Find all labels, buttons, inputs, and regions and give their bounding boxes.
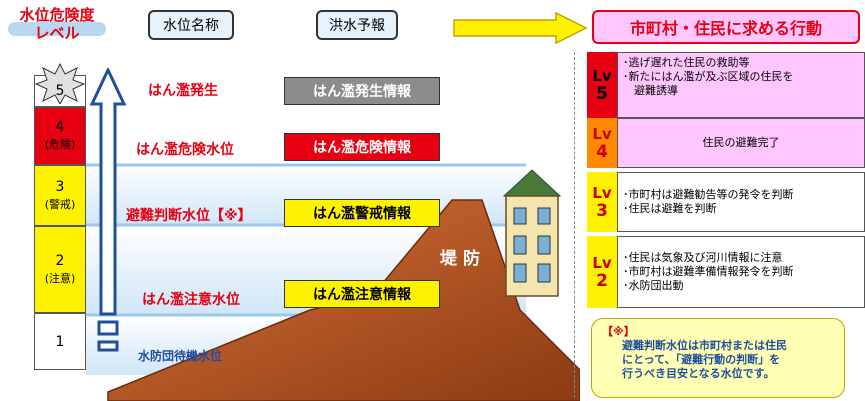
level-name-3: 避難判断水位【※】	[126, 208, 252, 224]
levee-label: 堤防	[440, 249, 486, 269]
action-lv5-line-3: 避難誘導	[623, 84, 678, 97]
lv2-badge: Lv 2	[587, 236, 617, 308]
note-body: 避難判断水位は市町村または住民 にとって、「避難行動の判断」を 行うべき目安とな…	[602, 339, 834, 381]
action-lv3-line-2: ･住民は避難を判断	[623, 202, 717, 215]
lv5-prefix: Lv	[592, 67, 612, 85]
note-title: 【※】	[602, 325, 635, 338]
action-lv4-line-1: 住民の避難完了	[702, 136, 780, 149]
divider	[574, 52, 575, 398]
lv3-badge: Lv 3	[587, 172, 617, 232]
lv2-prefix: Lv	[592, 254, 612, 272]
level-1-number: 1	[55, 333, 65, 350]
header-actions: 市町村・住民に求める行動	[592, 10, 860, 44]
header-risk-level-line2: レベル	[34, 24, 80, 42]
header-risk-level-line1: 水位危険度	[19, 6, 95, 24]
action-lv5: ･逃げ遅れた住民の救助等 ･新たにはん濫が及ぶ区域の住民を 避難誘導	[617, 52, 865, 118]
lv3-number: 3	[596, 201, 608, 221]
action-lv4: 住民の避難完了	[617, 118, 865, 168]
level-name-2: はん濫注意水位	[142, 292, 240, 308]
note-line-3: 行うべき目安となる水位です。	[622, 367, 775, 380]
level-3-sub: (警戒)	[44, 197, 76, 211]
lv4-prefix: Lv	[592, 125, 612, 143]
forecast-level-4: はん濫危険情報	[284, 133, 440, 161]
level-5-cell: 5	[34, 62, 86, 107]
header-flood-forecast: 洪水予報	[316, 10, 398, 40]
level-3-cell: 3 (警戒)	[34, 165, 86, 226]
lv4-number: 4	[596, 142, 608, 162]
up-arrow-icon	[89, 68, 127, 352]
burst-icon	[35, 62, 85, 104]
lv5-badge: Lv 5	[587, 52, 617, 118]
action-lv5-line-1: ･逃げ遅れた住民の救助等	[623, 56, 750, 69]
level-2-cell: 2 (注意)	[34, 226, 86, 313]
level-4-sub: (危険)	[44, 138, 76, 151]
level-name-4: はん濫危険水位	[136, 142, 234, 158]
action-lv3: ･市町村は避難勧告等の発令を判断 ･住民は避難を判断	[617, 172, 865, 232]
forecast-level-3: はん濫警戒情報	[284, 199, 440, 227]
action-lv2-line-2: ･市町村は避難準備情報発令を判断	[623, 265, 794, 278]
note-line-2: にとって、「避難行動の判断」を	[622, 353, 781, 366]
action-lv2-line-3: ･水防団出動	[623, 279, 684, 292]
level-3-number: 3	[55, 178, 65, 195]
level-name-5: はん濫発生	[148, 83, 218, 99]
lv4-badge: Lv 4	[587, 118, 617, 168]
house-icon	[502, 169, 562, 297]
forecast-level-5: はん濫発生情報	[284, 77, 440, 105]
note-box: 【※】 避難判断水位は市町村または住民 にとって、「避難行動の判断」を 行うべき…	[591, 318, 845, 398]
note-line-1: 避難判断水位は市町村または住民	[622, 339, 787, 352]
header-water-level-name: 水位名称	[148, 10, 234, 40]
level-4-cell: 4 (危険)	[34, 107, 86, 165]
lv2-number: 2	[596, 271, 608, 291]
level-4-number: 4	[55, 119, 65, 135]
action-lv5-line-2: ･新たにはん濫が及ぶ区域の住民を	[623, 70, 794, 83]
level-5-number: 5	[55, 83, 65, 99]
level-2-sub: (注意)	[44, 271, 76, 285]
action-lv2: ･住民は気象及び河川情報に注意 ･市町村は避難準備情報発令を判断 ･水防団出動	[617, 236, 865, 308]
header-risk-level: 水位危険度 レベル	[8, 6, 106, 46]
level-1-cell: 1	[34, 313, 86, 370]
action-lv3-line-1: ･市町村は避難勧告等の発令を判断	[623, 188, 794, 201]
right-arrow-icon	[453, 12, 588, 44]
action-lv2-line-1: ･住民は気象及び河川情報に注意	[623, 251, 783, 264]
forecast-level-2: はん濫注意情報	[284, 280, 440, 308]
lv3-prefix: Lv	[592, 184, 612, 202]
lv5-number: 5	[596, 84, 608, 104]
level-2-number: 2	[55, 252, 65, 269]
level-name-1: 水防団待機水位	[138, 349, 223, 363]
